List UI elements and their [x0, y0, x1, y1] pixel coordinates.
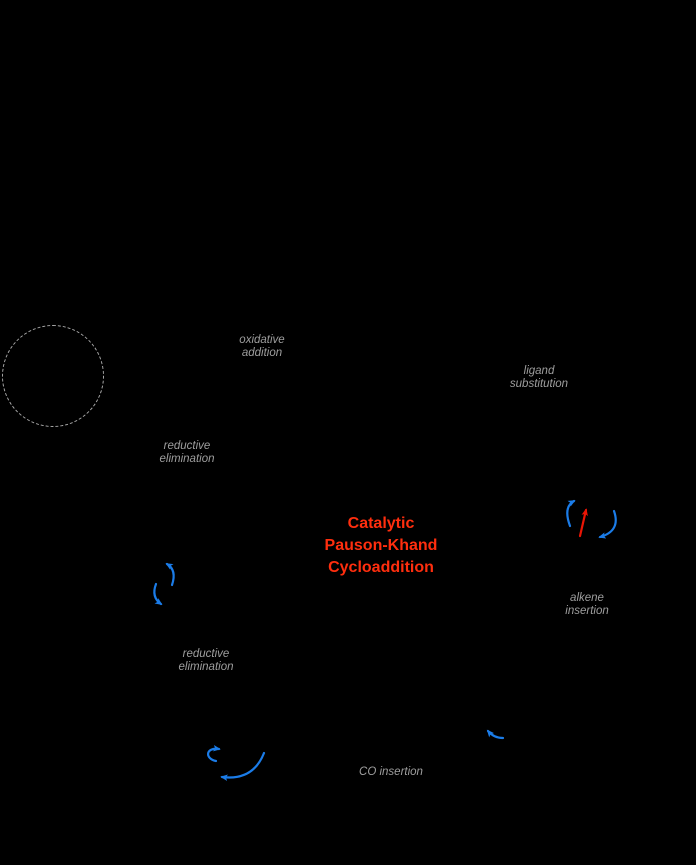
curved-arrow-blue-center-right — [598, 509, 617, 539]
label-line: substitution — [509, 378, 569, 390]
label-line: insertion — [565, 605, 609, 617]
label-line: oxidative — [239, 334, 285, 346]
dashed-circle — [2, 325, 104, 427]
label-line: elimination — [178, 661, 234, 673]
cycle-title: Catalytic Pauson-Khand Cycloaddition — [325, 513, 438, 579]
cycle-title-line: Cycloaddition — [328, 559, 434, 576]
label-reductive-elimination-top: reductive elimination — [160, 440, 215, 466]
curved-arrow-blue-down — [153, 582, 163, 606]
label-ligand-substitution: ligand substitution — [510, 365, 568, 391]
cycle-title-line: Catalytic — [347, 515, 415, 532]
cycle-title-line: Pauson-Khand — [324, 537, 438, 554]
curved-arrow-blue-hook — [207, 744, 221, 763]
curved-arrow-blue-up — [165, 562, 175, 587]
label-co-insertion: CO insertion — [359, 766, 423, 779]
label-reductive-elimination-bottom: reductive elimination — [179, 648, 234, 674]
curved-arrow-blue-center-left — [566, 499, 576, 528]
curved-arrow-blue-sweep — [220, 751, 266, 781]
label-alkene-insertion: alkene insertion — [565, 592, 608, 618]
label-line: CO insertion — [359, 766, 423, 778]
label-line: reductive — [163, 440, 211, 452]
label-line: reductive — [182, 648, 230, 660]
curved-arrow-blue-co — [486, 729, 505, 740]
label-line: ligand — [523, 365, 555, 377]
label-line: alkene — [570, 592, 604, 604]
label-line: addition — [241, 347, 283, 359]
label-line: elimination — [159, 453, 215, 465]
label-oxidative-addition: oxidative addition — [239, 334, 284, 360]
straight-arrow-red-center — [578, 508, 588, 538]
